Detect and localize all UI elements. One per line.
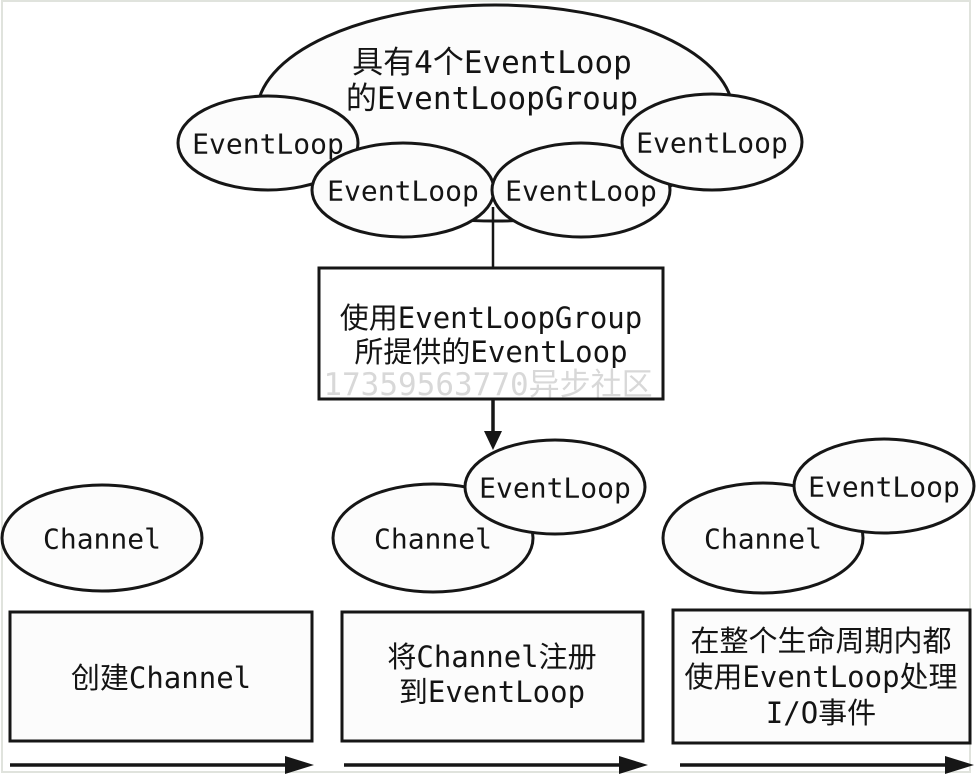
- stage3-box-line2: 使用EventLoop处理: [684, 660, 957, 694]
- stage1-channel-label: Channel: [43, 523, 161, 556]
- eventloop-label-3: EventLoop: [505, 175, 657, 208]
- stage1-box-line1: 创建Channel: [71, 661, 251, 695]
- stage3-eventloop-ellipse: [792, 437, 976, 535]
- stage1-channel-ellipse: [0, 483, 204, 593]
- stage2-eventloop-label: EventLoop: [479, 472, 631, 505]
- stage2-arrow-head: [619, 756, 648, 774]
- eventloop-ellipse-1: [176, 94, 360, 192]
- stage2-box-line2: 到EventLoop: [399, 675, 585, 709]
- eventloopgroup-label-line2: 的EventLoopGroup: [346, 81, 638, 117]
- eventloop-ellipse-4: [620, 92, 804, 192]
- eventloop-ellipse-3: [490, 141, 672, 239]
- stage3-box: [671, 608, 972, 745]
- stage1-box: [8, 610, 314, 743]
- stage3-channel-label: Channel: [704, 523, 822, 556]
- eventloop-label-4: EventLoop: [636, 127, 788, 160]
- stage3-box-line1: 在整个生命周期内都: [690, 624, 951, 658]
- stage1-arrow-head: [285, 756, 314, 774]
- provider-box-line1: 使用EventLoopGroup: [340, 301, 642, 335]
- eventloop-label-2: EventLoop: [327, 175, 479, 208]
- stage3-box-line3: I/O事件: [766, 696, 876, 730]
- stage2-channel-label: Channel: [374, 523, 492, 556]
- stage3-eventloop-label: EventLoop: [808, 471, 960, 504]
- provider-box-line2: 所提供的EventLoop: [354, 335, 627, 369]
- stage2-eventloop-ellipse: [463, 438, 647, 536]
- provider-box: [317, 266, 665, 401]
- stage2-box-line1: 将Channel注册: [387, 640, 596, 674]
- eventloopgroup-label-line1: 具有4个EventLoop: [352, 45, 632, 81]
- stage3-arrow-head: [945, 756, 974, 774]
- stage2-box: [340, 610, 645, 743]
- arrow-box-to-eventloop-head: [484, 431, 502, 450]
- eventloop-label-1: EventLoop: [192, 128, 344, 161]
- watermark-text: 17359563770异步社区: [323, 367, 652, 403]
